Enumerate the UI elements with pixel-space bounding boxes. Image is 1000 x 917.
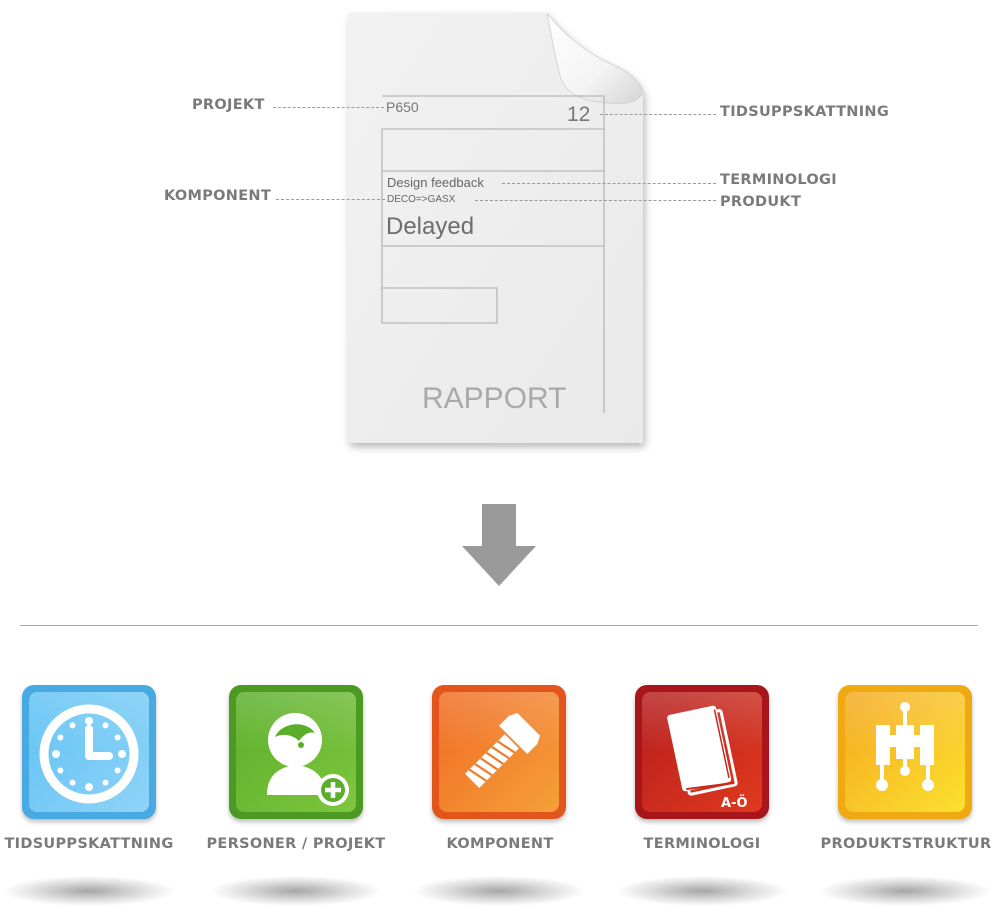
callout-projekt: PROJEKT bbox=[192, 97, 265, 113]
down-arrow-icon bbox=[462, 504, 536, 586]
status-value: Delayed bbox=[386, 213, 475, 240]
tidsuppskattning-value: 12 bbox=[567, 103, 591, 126]
leader-tidsuppskattning bbox=[600, 114, 716, 115]
bolt-icon bbox=[465, 712, 541, 788]
tile-tidsuppskattning[interactable] bbox=[22, 685, 156, 819]
tile-label-tidsuppskattning: TIDSUPPSKATTNING bbox=[4, 836, 174, 852]
footer-label: RAPPORT bbox=[422, 382, 567, 415]
tile-produktstruktur[interactable] bbox=[838, 685, 972, 819]
tile-komponent[interactable] bbox=[432, 685, 566, 819]
document-paper bbox=[348, 12, 644, 443]
callout-tidsuppskattning: TIDSUPPSKATTNING bbox=[720, 104, 890, 120]
clock-icon bbox=[39, 704, 139, 804]
leader-terminologi bbox=[502, 183, 716, 184]
tile-personer-projekt[interactable] bbox=[229, 685, 363, 819]
person-add-icon bbox=[267, 713, 349, 806]
report-document: P650 12 Design feedback DECO=>GASX Delay… bbox=[347, 12, 644, 448]
tile-label-produktstruktur: PRODUKTSTRUKTUR bbox=[820, 836, 992, 852]
produkt-value: DECO=>GASX bbox=[387, 194, 456, 205]
tile-label-personer-projekt: PERSONER / PROJEKT bbox=[206, 836, 386, 852]
tile-label-komponent: KOMPONENT bbox=[446, 836, 554, 852]
product-structure-icon bbox=[876, 702, 934, 791]
tile-shadow bbox=[4, 876, 174, 906]
divider bbox=[20, 625, 978, 626]
callout-terminologi: TERMINOLOGI bbox=[720, 172, 837, 188]
projekt-value: P650 bbox=[386, 99, 419, 115]
tile-terminologi[interactable]: A-Ö bbox=[635, 685, 769, 819]
book-icon: A-Ö bbox=[667, 705, 748, 811]
callout-produkt: PRODUKT bbox=[720, 194, 802, 210]
tile-shadow bbox=[211, 876, 381, 906]
tile-shadow bbox=[617, 876, 787, 906]
book-badge: A-Ö bbox=[721, 795, 748, 811]
leader-produkt bbox=[475, 200, 716, 201]
tile-shadow bbox=[414, 876, 584, 906]
leader-komponent bbox=[276, 199, 385, 200]
tile-shadow bbox=[820, 876, 990, 906]
terminologi-value: Design feedback bbox=[387, 175, 484, 190]
callout-komponent: KOMPONENT bbox=[164, 188, 272, 204]
tile-label-terminologi: TERMINOLOGI bbox=[643, 836, 761, 852]
leader-projekt bbox=[273, 107, 384, 108]
